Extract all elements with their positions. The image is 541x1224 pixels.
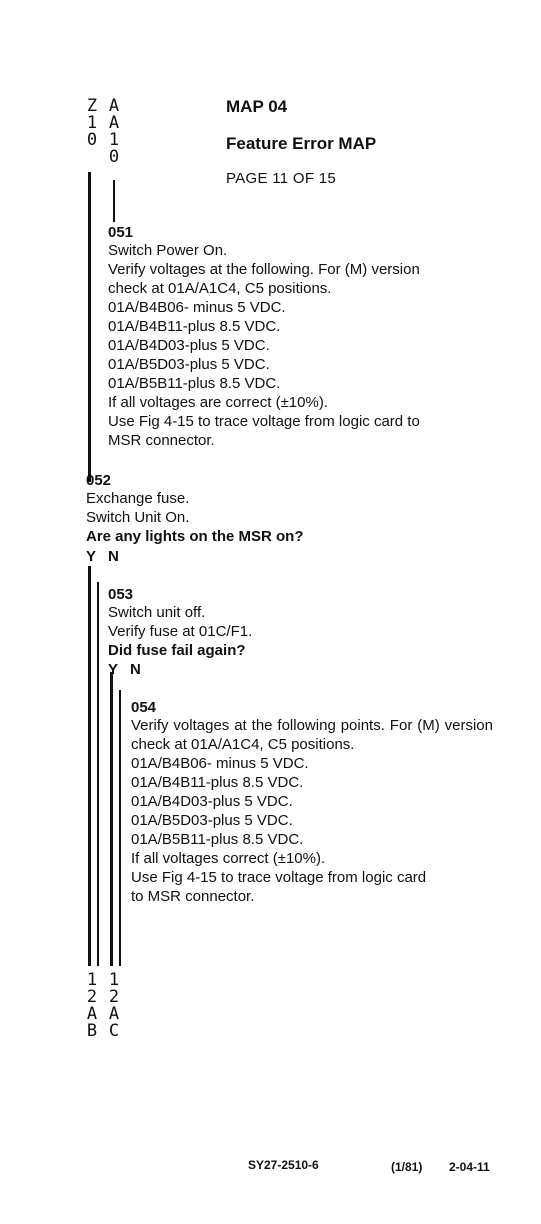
step-line: check at 01A/A1C4, C5 positions. [108, 280, 332, 297]
flow-line-step051 [113, 180, 115, 222]
step-051: 051 Switch Power On. Verify voltages at … [108, 224, 420, 450]
flow-line-n-main [97, 582, 99, 966]
step-052: 052 Exchange fuse. Switch Unit On. Are a… [86, 472, 304, 546]
step-line: 01A/B4D03-plus 5 VDC. [108, 337, 270, 354]
step-line: Switch unit off. [108, 604, 206, 621]
step-line: Verify fuse at 01C/F1. [108, 623, 253, 640]
step-paragraph: Verify voltages at the following points.… [131, 717, 493, 753]
yes-branch-label: Y [86, 548, 97, 565]
step-line: Exchange fuse. [86, 490, 190, 507]
step-line: 01A/B4B06- minus 5 VDC. [108, 299, 286, 316]
step-line: If all voltages correct (±10%). [131, 850, 326, 867]
step-line: Switch Power On. [108, 242, 228, 259]
connector-aa10: A A 1 0 [108, 96, 120, 167]
step-number: 051 [108, 224, 134, 241]
page-indicator: PAGE 11 OF 15 [226, 170, 337, 187]
yes-branch-label: Y [108, 661, 119, 678]
step-line: MSR connector. [108, 432, 215, 449]
footer-date: (1/81) [391, 1160, 423, 1174]
map-title: MAP 04 [226, 97, 288, 116]
step-number: 054 [131, 699, 157, 716]
footer-doc-number: SY27-2510-6 [248, 1158, 319, 1172]
step-line: 01A/B4B06- minus 5 VDC. [131, 755, 309, 772]
flow-line-y-053 [110, 672, 113, 966]
step-line: 01A/B5B11-plus 8.5 VDC. [108, 375, 281, 392]
step-line: Switch Unit On. [86, 509, 190, 526]
step-053: 053 Switch unit off. Verify fuse at 01C/… [108, 586, 252, 660]
no-branch-label: N [108, 548, 119, 565]
step-number: 053 [108, 586, 134, 603]
step-line: Use Fig 4-15 to trace voltage from logic… [131, 869, 427, 886]
step-054: 054 Verify voltages at the following poi… [131, 699, 493, 906]
step-line: 01A/B4B11-plus 8.5 VDC. [108, 318, 281, 335]
step-line: 01A/B5B11-plus 8.5 VDC. [131, 831, 304, 848]
step-line: If all voltages are correct (±10%). [108, 394, 328, 411]
connector-12ab: 1 2 A B [86, 970, 98, 1041]
connector-z10: Z 1 0 [86, 96, 98, 150]
step-line: 01A/B4D03-plus 5 VDC. [131, 793, 293, 810]
decision-question: Did fuse fail again? [108, 642, 246, 659]
connector-12ac: 1 2 A C [108, 970, 120, 1041]
step-line: Use Fig 4-15 to trace voltage from logic… [108, 413, 420, 430]
map-subtitle: Feature Error MAP [226, 134, 377, 153]
step-line: to MSR connector. [131, 888, 255, 905]
step-line: 01A/B5D03-plus 5 VDC. [108, 356, 270, 373]
step-line: Verify voltages at the following. For (M… [108, 261, 420, 278]
flow-line-left-top [88, 172, 91, 482]
flow-line-y-main [88, 566, 91, 966]
decision-question: Are any lights on the MSR on? [86, 528, 304, 545]
footer-page-number: 2-04-11 [449, 1160, 490, 1174]
flow-line-n-053 [119, 690, 121, 966]
step-line: 01A/B5D03-plus 5 VDC. [131, 812, 293, 829]
step-number: 052 [86, 472, 112, 489]
no-branch-label: N [130, 661, 141, 678]
step-line: 01A/B4B11-plus 8.5 VDC. [131, 774, 304, 791]
